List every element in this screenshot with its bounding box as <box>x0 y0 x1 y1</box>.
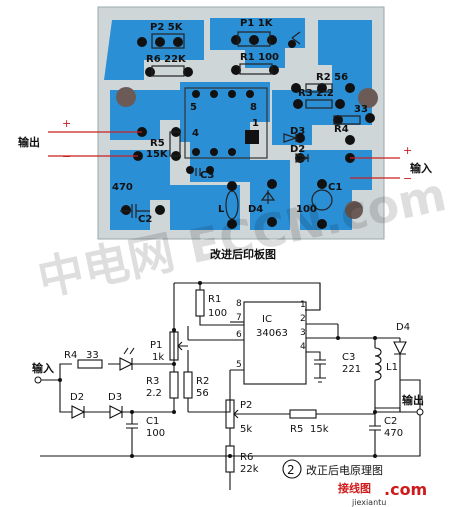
pcb-label-p1: P1 1K <box>240 18 274 29</box>
pcb-label-r1: R1 100 <box>240 52 279 63</box>
pcb-label-d2: D2 <box>290 144 305 155</box>
p2-value: 5k <box>240 424 252 435</box>
pcb-label-c3: C3 <box>200 170 214 181</box>
r5-label: R5 <box>290 424 303 435</box>
c1-value: 100 <box>146 428 165 439</box>
pcb-label-c1-val: 100 <box>296 204 317 215</box>
r4-value: 33 <box>86 350 99 361</box>
mounting-hole <box>358 88 378 108</box>
pcb-label-c2-val: 470 <box>112 182 133 193</box>
pcb-label-r4: R4 <box>334 124 349 135</box>
c1-label: C1 <box>146 416 159 427</box>
output-label: 输出 <box>402 393 424 407</box>
site-logo: 接线图 <box>338 481 371 495</box>
figure-number: 2 <box>287 463 295 477</box>
mounting-hole <box>116 87 136 107</box>
pcb-components <box>120 31 361 220</box>
d4-label: D4 <box>396 322 410 333</box>
pcb-out-plus: + <box>62 117 71 130</box>
ic-label: IC <box>262 314 272 325</box>
c3-label: C3 <box>342 352 355 363</box>
pcb-label-d3: D3 <box>290 126 305 137</box>
schematic-labels: IC 34063 1 2 3 4 5 6 7 8 R1 100 P1 1k R4… <box>32 294 424 475</box>
pcb-layout: + − + − 输出 输入 P2 5K P1 1K R6 22K R1 100 … <box>18 6 432 240</box>
ic-pin-3: 3 <box>300 328 306 338</box>
ic-pin-8: 8 <box>236 299 242 309</box>
schematic-caption: 改正后电原理图 <box>306 463 383 477</box>
site-url: jiexiantu <box>351 498 386 507</box>
r4-label: R4 <box>64 350 77 361</box>
r3-label: R3 <box>146 376 159 387</box>
r6-value: 22k <box>240 464 259 475</box>
ic-pin-1: 1 <box>300 300 306 310</box>
r6-label: R6 <box>240 452 253 463</box>
pcb-label-r5-val: 15K <box>146 149 169 160</box>
pcb-label-pin1: 1 <box>252 118 259 129</box>
pcb-label-r6: R6 22K <box>146 54 187 65</box>
ic-part: 34063 <box>256 328 288 339</box>
pcb-label-c2: C2 <box>138 214 152 225</box>
c3-value: 221 <box>342 364 361 375</box>
d3-label: D3 <box>108 392 122 403</box>
ic-pin-5: 5 <box>236 360 242 370</box>
ic-pin-4: 4 <box>300 342 306 352</box>
p1-value: 1k <box>152 352 164 363</box>
ic-pin-2: 2 <box>300 314 306 324</box>
pcb-label-c1: C1 <box>328 182 342 193</box>
c2-label: C2 <box>384 416 397 427</box>
c2-value: 470 <box>384 428 403 439</box>
pcb-label-l: L <box>218 204 225 215</box>
ic-pin-7: 7 <box>236 313 242 323</box>
pcb-label-r3: R3 2.2 <box>298 88 334 99</box>
pcb-label-r5: R5 <box>150 138 165 149</box>
site-domain: .com <box>384 480 427 499</box>
pcb-caption: 改进后印板图 <box>210 247 276 261</box>
r1-label: R1 <box>208 294 221 305</box>
p1-label: P1 <box>150 340 162 351</box>
p2-label: P2 <box>240 400 252 411</box>
input-label: 输入 <box>32 361 54 375</box>
r5-value: 15k <box>310 424 329 435</box>
pcb-in-plus: + <box>403 144 412 157</box>
input-terminal <box>34 376 42 384</box>
d2-label: D2 <box>70 392 84 403</box>
pcb-out-minus: − <box>62 150 71 163</box>
r1-value: 100 <box>208 308 227 319</box>
pcb-out-label: 输出 <box>18 135 40 149</box>
pcb-label-pin8: 8 <box>250 102 257 113</box>
l1-label: L1 <box>386 362 398 373</box>
pcb-label-r2: R2 56 <box>316 72 348 83</box>
pcb-label-d4: D4 <box>248 204 263 215</box>
pcb-ic-body <box>184 87 268 159</box>
mounting-hole <box>345 201 363 219</box>
figure-number-circle <box>282 459 302 479</box>
schematic-junctions <box>58 281 377 458</box>
pcb-in-minus: − <box>403 172 412 185</box>
pcb-in-label: 输入 <box>410 161 432 175</box>
ic-pin-6: 6 <box>236 330 242 340</box>
pcb-label-p2: P2 5K <box>150 22 184 33</box>
r2-value: 56 <box>196 388 209 399</box>
pcb-label-pin5: 5 <box>190 102 197 113</box>
schematic <box>40 282 421 490</box>
output-terminal <box>416 408 424 416</box>
pcb-label-r4-val: 33 <box>354 104 368 115</box>
r3-value: 2.2 <box>146 388 162 399</box>
pcb-label-pin4: 4 <box>192 128 199 139</box>
r2-label: R2 <box>196 376 209 387</box>
